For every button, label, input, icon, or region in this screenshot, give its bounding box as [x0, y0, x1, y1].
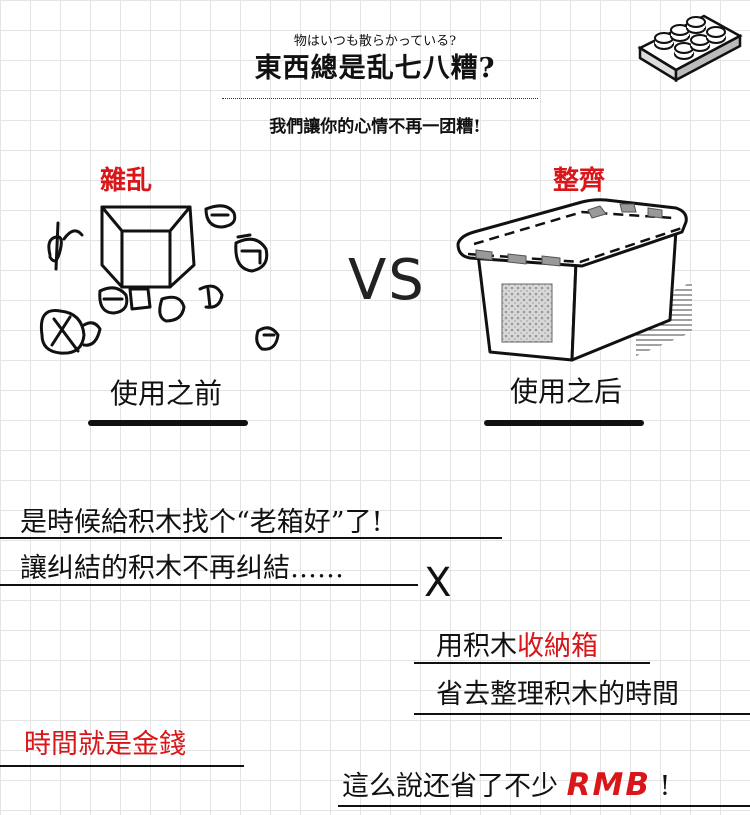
page-title: 東西總是乱七八糟?	[254, 53, 496, 84]
storage-box-icon	[456, 198, 692, 362]
before-underline	[88, 420, 248, 426]
body-line-6: 這么說还省了不少 RMB !	[342, 764, 670, 803]
body-line-3-highlight: 收納箱	[517, 631, 598, 662]
messy-blocks-icon	[39, 204, 280, 355]
header-sup-text: 物はいつも散らかっている?	[293, 34, 457, 49]
body-line-6-exclaim: !	[659, 771, 671, 802]
after-caption: 使用之后	[510, 375, 623, 408]
title-divider	[222, 98, 538, 99]
body-line-6-underline	[338, 805, 750, 807]
body-line-5: 時間就是金錢	[24, 729, 186, 760]
body-line-5-underline	[0, 765, 244, 767]
times-symbol: X	[424, 560, 452, 606]
messy-label: 雜乱	[100, 166, 153, 196]
body-line-4-underline	[414, 713, 750, 715]
body-line-1: 是時候給积木找个“老箱好”了!	[20, 507, 383, 538]
body-line-4: 省去整理积木的時間	[436, 679, 679, 710]
lego-brick-icon	[637, 14, 743, 83]
before-caption: 使用之前	[110, 377, 223, 410]
body-line-3: 用积木收納箱	[436, 624, 598, 663]
body-line-2-underline	[0, 584, 418, 586]
body-line-3-underline	[414, 662, 650, 664]
after-underline	[484, 420, 644, 426]
body-line-3-text: 用积木	[436, 631, 517, 662]
body-line-2: 讓纠結的积木不再纠結……	[20, 553, 344, 584]
page-subtitle: 我們讓你的心情不再一团糟!	[269, 117, 481, 137]
vs-text: VS	[348, 248, 426, 313]
tidy-label: 整齊	[553, 166, 606, 196]
body-line-1-underline	[0, 537, 502, 539]
body-line-6-text: 這么說还省了不少	[342, 771, 558, 802]
rmb-text: RMB	[566, 767, 651, 803]
